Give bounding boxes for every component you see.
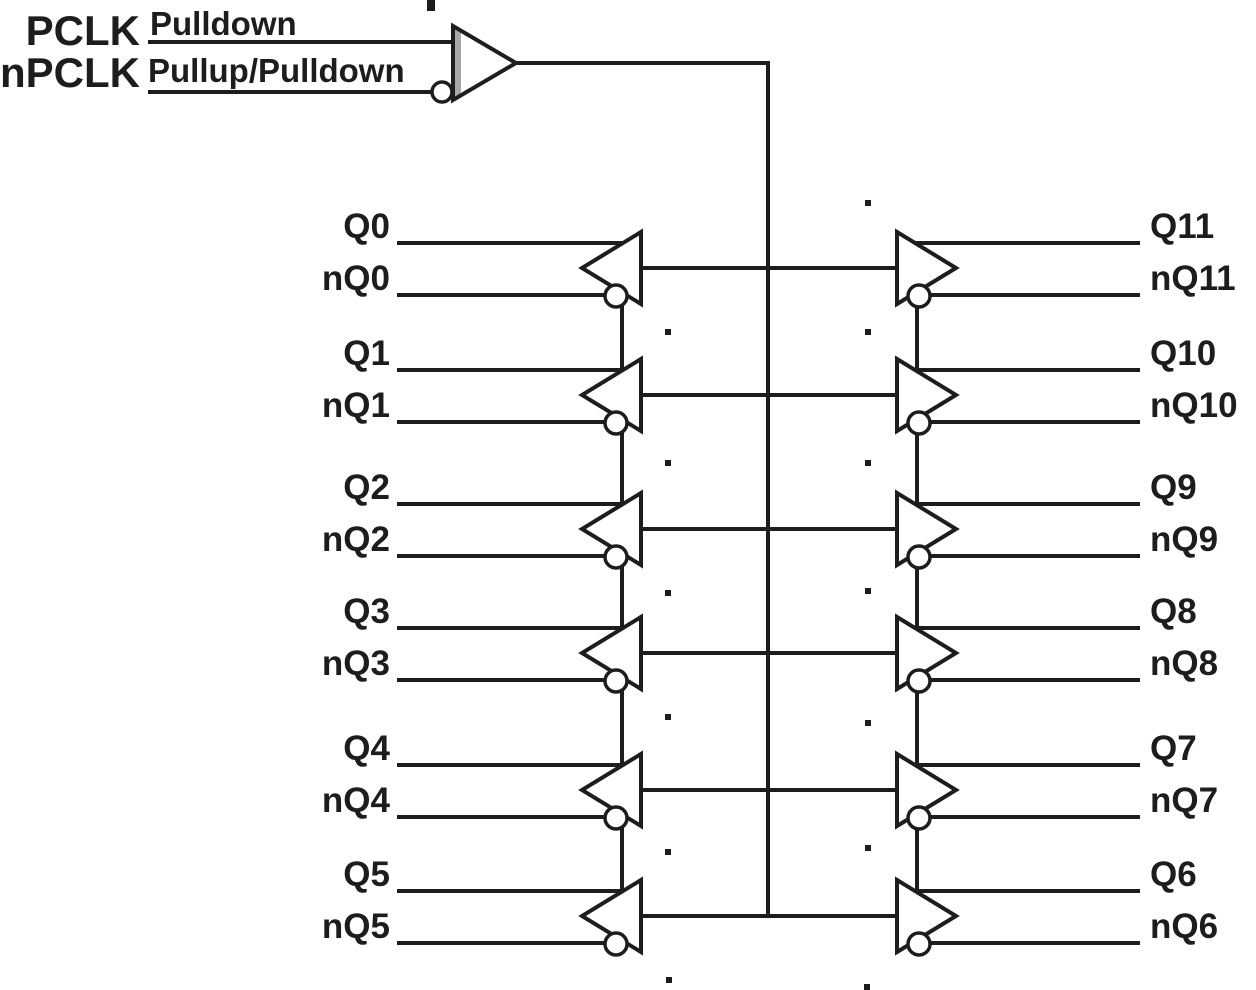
right-buffer-row-2: Q10 nQ10 xyxy=(895,334,1238,436)
q-label: Q3 xyxy=(343,592,390,631)
nq-label: nQ0 xyxy=(322,259,390,298)
inversion-bubble xyxy=(906,668,932,694)
left-buffer-row-1: Q0 nQ0 xyxy=(322,207,897,309)
inversion-bubble xyxy=(906,805,932,831)
ellipsis-dot xyxy=(865,200,871,206)
input-buffer: PCLK nPCLK Pulldown Pullup/Pulldown xyxy=(0,5,520,104)
ellipsis-dots xyxy=(665,200,871,990)
inversion-bubble xyxy=(906,931,932,957)
ellipsis-dot xyxy=(665,849,671,855)
npclk-note: Pullup/Pulldown xyxy=(148,52,405,89)
inversion-bubble xyxy=(906,544,932,570)
right-buffer-row-3: Q9 nQ9 xyxy=(895,468,1218,570)
ellipsis-dot xyxy=(666,977,672,983)
ellipsis-dot xyxy=(865,845,871,851)
q-label: Q11 xyxy=(1150,207,1214,246)
q-label: Q8 xyxy=(1150,592,1197,631)
nq-label: nQ10 xyxy=(1150,386,1238,425)
nq-label: nQ3 xyxy=(322,644,390,683)
nq-label: nQ1 xyxy=(322,386,390,425)
ellipsis-dot xyxy=(865,720,871,726)
nq-label: nQ2 xyxy=(322,520,390,559)
inversion-bubble xyxy=(430,80,454,104)
ellipsis-dot xyxy=(665,590,671,596)
left-buffer-row-5: Q4 nQ4 xyxy=(322,729,897,831)
right-buffer-row-4: Q8 nQ8 xyxy=(895,592,1218,694)
right-buffer-row-6: Q6 nQ6 xyxy=(895,855,1218,957)
nq-label: nQ7 xyxy=(1150,781,1218,820)
q-label: Q5 xyxy=(343,855,390,894)
right-buffer-row-5: Q7 nQ7 xyxy=(895,729,1218,831)
inversion-bubble xyxy=(906,410,932,436)
left-buffer-row-6: Q5 nQ5 xyxy=(322,855,897,957)
cropped-wire-fragment xyxy=(427,0,435,11)
nq-label: nQ11 xyxy=(1150,259,1236,298)
q-label: Q6 xyxy=(1150,855,1197,894)
nq-label: nQ4 xyxy=(322,781,391,820)
right-buffer-row-1: Q11 nQ11 xyxy=(895,207,1236,309)
ellipsis-dot xyxy=(665,460,671,466)
npclk-label: nPCLK xyxy=(0,49,140,96)
input-buffer-triangle-fill xyxy=(453,26,516,100)
ellipsis-dot xyxy=(865,460,871,466)
nq-label: nQ5 xyxy=(322,907,390,946)
inversion-bubble xyxy=(603,283,629,309)
q-label: Q10 xyxy=(1150,334,1216,373)
q-label: Q9 xyxy=(1150,468,1197,507)
ellipsis-dot xyxy=(865,329,871,335)
left-buffer-row-2: Q1 nQ1 xyxy=(322,334,897,436)
nq-label: nQ6 xyxy=(1150,907,1218,946)
nq-label: nQ9 xyxy=(1150,520,1218,559)
nq-label: nQ8 xyxy=(1150,644,1218,683)
pclk-note: Pulldown xyxy=(150,5,297,42)
q-label: Q4 xyxy=(343,729,390,768)
inversion-bubble xyxy=(603,544,629,570)
left-buffer-row-3: Q2 nQ2 xyxy=(322,468,897,570)
inversion-bubble xyxy=(603,668,629,694)
inversion-bubble xyxy=(603,805,629,831)
q-label: Q1 xyxy=(343,334,390,373)
pclk-label: PCLK xyxy=(26,7,140,54)
left-buffer-row-4: Q3 nQ3 xyxy=(322,592,897,694)
q-label: Q0 xyxy=(343,207,390,246)
inversion-bubble xyxy=(603,410,629,436)
q-label: Q7 xyxy=(1150,729,1197,768)
q-label: Q2 xyxy=(343,468,390,507)
ellipsis-dot xyxy=(665,714,671,720)
signal-buses xyxy=(427,0,919,918)
ellipsis-dot xyxy=(864,984,870,990)
ellipsis-dot xyxy=(665,329,671,335)
input-buffer-base-bar xyxy=(452,29,461,97)
inversion-bubble xyxy=(603,931,629,957)
ellipsis-dot xyxy=(865,588,871,594)
input-buffer-triangle xyxy=(451,22,520,104)
inversion-bubble xyxy=(906,283,932,309)
